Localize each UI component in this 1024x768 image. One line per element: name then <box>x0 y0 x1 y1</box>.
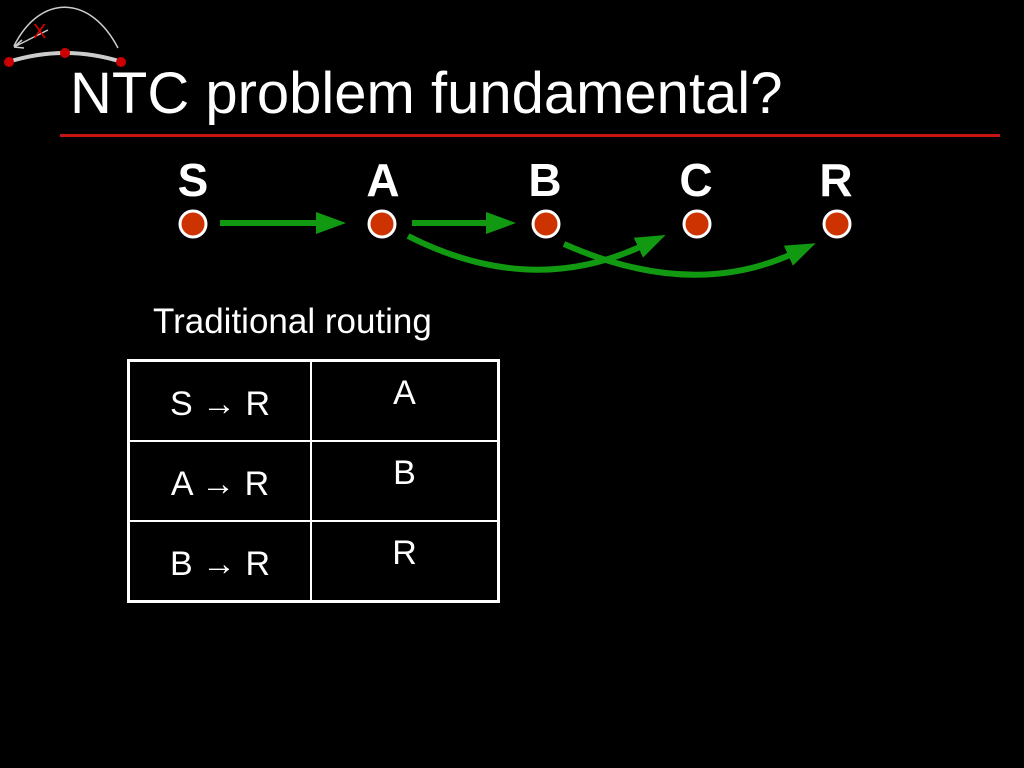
node-a-label: A <box>366 154 399 206</box>
route-cell: A → R <box>127 440 312 522</box>
node-r-label: R <box>819 154 852 206</box>
logo-icon: X <box>4 6 126 67</box>
logo-dot-left <box>4 57 14 67</box>
node-r-dot <box>822 209 852 239</box>
node-s: S <box>178 154 209 239</box>
network-diagram: S A B C R <box>178 154 853 278</box>
table-row: B → R R <box>127 520 500 603</box>
link-b-r <box>562 241 816 278</box>
node-s-dot <box>178 209 208 239</box>
node-b-dot <box>531 209 561 239</box>
routing-table: S → R A A → R B B → R R <box>127 359 500 603</box>
node-r: R <box>819 154 853 239</box>
node-c-label: C <box>679 154 712 206</box>
node-a: A <box>366 154 400 239</box>
logo-mark: X <box>33 21 46 43</box>
next-hop-cell: R <box>310 520 500 603</box>
node-c: C <box>679 154 713 239</box>
routing-caption: Traditional routing <box>153 302 432 341</box>
next-hop-cell: A <box>310 359 500 442</box>
node-b-label: B <box>528 154 561 206</box>
link-a-c <box>406 233 666 273</box>
logo-arc-top <box>13 6 119 49</box>
route-cell: S → R <box>127 359 312 442</box>
logo-dot-right <box>116 57 126 67</box>
node-b: B <box>528 154 562 239</box>
title-underline <box>60 134 1000 137</box>
node-c-dot <box>682 209 712 239</box>
node-s-label: S <box>178 154 209 206</box>
next-hop-cell: B <box>310 440 500 522</box>
route-cell: B → R <box>127 520 312 603</box>
table-row: A → R B <box>127 440 500 522</box>
logo-dot-middle <box>60 48 70 58</box>
node-a-dot <box>367 209 397 239</box>
logo-arrow <box>13 29 49 49</box>
slide-title: NTC problem fundamental? <box>70 61 783 126</box>
table-row: S → R A <box>127 359 500 442</box>
